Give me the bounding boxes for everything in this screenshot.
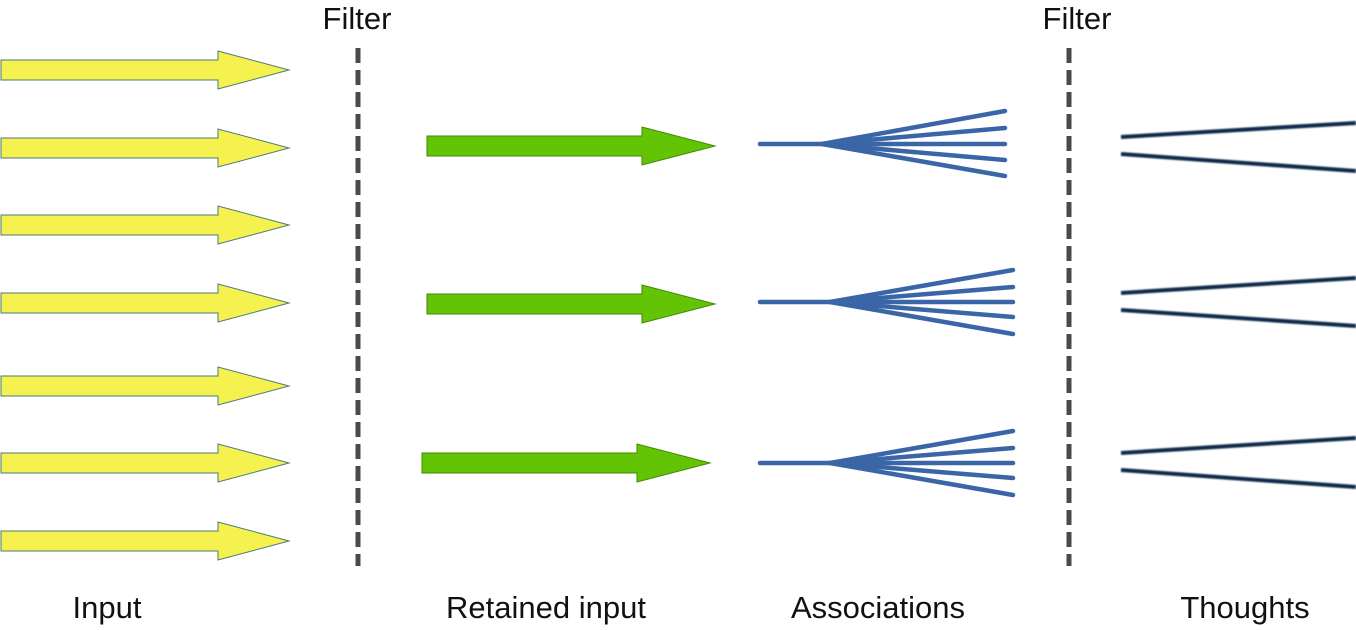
thought-wedge [1120,436,1356,489]
association-fan [757,267,1016,337]
association-branch [819,141,1008,179]
associations-label: Associations [791,590,965,625]
association-fan [757,108,1008,179]
association-branch [827,428,1016,466]
thought-line [1120,308,1356,328]
input-arrow [0,283,291,323]
retained-input-label: Retained input [446,590,646,625]
input-arrows [0,50,291,561]
input-arrow [0,50,291,90]
association-branch [819,125,1008,147]
input-arrow [0,366,291,406]
input-arrow [0,128,291,168]
filter-label-right: Filter [1043,1,1112,36]
thought-wedge [1120,121,1356,173]
filter-label-left: Filter [323,1,392,36]
thought-line [1120,276,1356,295]
thoughts-label: Thoughts [1180,590,1309,625]
association-branch [819,141,1008,163]
input-arrow [0,521,291,561]
association-branch [827,267,1016,305]
association-branch [827,460,1016,498]
retained-input-arrows [421,126,717,483]
association-branch [827,299,1016,320]
association-branch [827,299,1016,337]
thought-line [1120,436,1356,455]
thought-line [1120,121,1356,139]
association-fans [757,108,1016,498]
thought-line [1120,468,1356,489]
association-branch [827,284,1016,305]
thought-wedge [1120,276,1356,328]
association-fan [757,428,1016,498]
thought-line [1120,152,1356,173]
association-branch [819,108,1008,147]
association-branch [827,460,1016,481]
retained-input-arrow [421,443,712,483]
input-arrow [0,443,291,483]
retained-input-arrow [426,284,717,324]
thought-wedges [1120,121,1356,489]
association-branch [827,445,1016,466]
input-arrow [0,205,291,245]
input-label: Input [73,590,142,625]
retained-input-arrow [426,126,717,166]
